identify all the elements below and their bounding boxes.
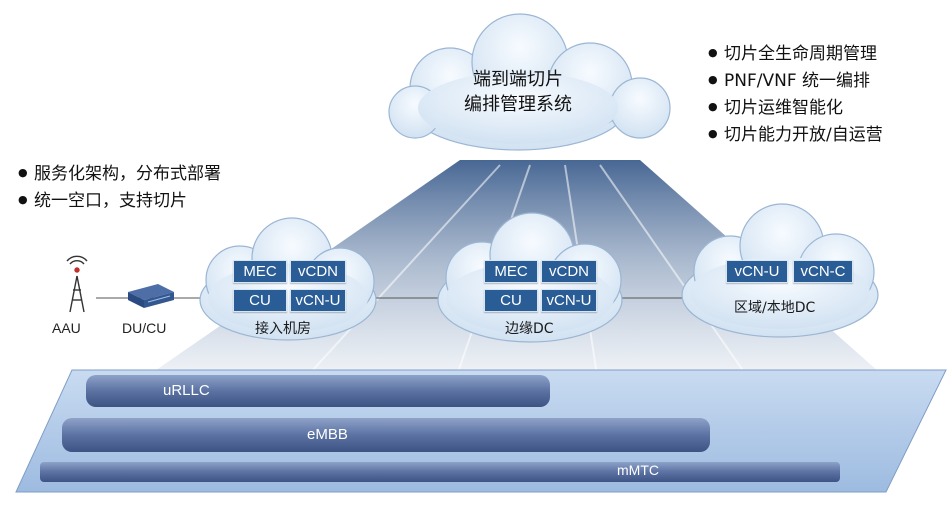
regional-vcn-c-box: vCN-C bbox=[793, 260, 853, 283]
access-vcdn-box: vCDN bbox=[290, 260, 346, 283]
feature-item: 统一空口，支持切片 bbox=[18, 187, 221, 214]
feature-item: 切片能力开放/自运营 bbox=[708, 121, 883, 148]
feature-item: 切片全生命周期管理 bbox=[708, 40, 883, 67]
access-mec-box: MEC bbox=[233, 260, 287, 283]
edge-cu-box: CU bbox=[484, 289, 538, 312]
edge-mec-box: MEC bbox=[484, 260, 538, 283]
embb-bar bbox=[62, 418, 710, 452]
access-cu-box: CU bbox=[233, 289, 287, 312]
edge-vcn-u-box: vCN-U bbox=[541, 289, 597, 312]
urllc-bar bbox=[86, 375, 550, 407]
edge-dc-label: 边缘DC bbox=[505, 321, 554, 337]
slice-embb-label: eMBB bbox=[307, 426, 348, 443]
orchestrator-title-line1: 端到端切片 bbox=[473, 69, 563, 90]
orchestrator-title-line2: 编排管理系统 bbox=[464, 94, 572, 115]
architecture-feature-list: 服务化架构，分布式部署 统一空口，支持切片 bbox=[18, 160, 221, 214]
antenna-tower-icon bbox=[66, 255, 88, 313]
regional-vcn-u-box: vCN-U bbox=[726, 260, 788, 283]
edge-vcdn-box: vCDN bbox=[541, 260, 597, 283]
du-cu-unit-icon bbox=[128, 284, 174, 308]
feature-item: PNF/VNF 统一编排 bbox=[708, 67, 883, 94]
access-vcn-u-box: vCN-U bbox=[290, 289, 346, 312]
feature-item: 切片运维智能化 bbox=[708, 94, 883, 121]
access-room-label: 接入机房 bbox=[255, 321, 311, 337]
aau-label: AAU bbox=[52, 320, 81, 336]
mmtc-bar bbox=[40, 462, 840, 482]
orchestrator-feature-list: 切片全生命周期管理 PNF/VNF 统一编排 切片运维智能化 切片能力开放/自运… bbox=[708, 40, 883, 148]
feature-item: 服务化架构，分布式部署 bbox=[18, 160, 221, 187]
slice-mmtc-label: mMTC bbox=[617, 462, 659, 478]
du-cu-label: DU/CU bbox=[122, 320, 167, 336]
slice-urllc-label: uRLLC bbox=[163, 382, 210, 399]
regional-dc-label: 区域/本地DC bbox=[734, 300, 816, 316]
